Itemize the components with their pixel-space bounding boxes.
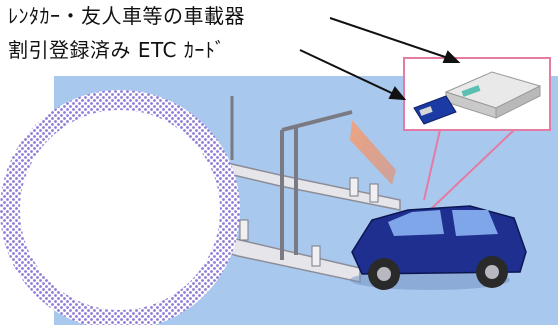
car-icon [350,205,527,290]
dotted-ring [0,90,240,329]
toll-gate-icon [280,110,353,260]
pointer-arrows [299,17,461,101]
etc-device-icon [444,71,542,119]
beam [350,120,396,185]
callout-box [403,57,551,211]
etc-card-icon [413,95,457,125]
label-rental-device: ﾚﾝﾀｶｰ・友人車等の車載器 [8,4,245,28]
label-registered-card: 割引登録済み ETC ｶｰﾄﾞ [8,38,226,62]
